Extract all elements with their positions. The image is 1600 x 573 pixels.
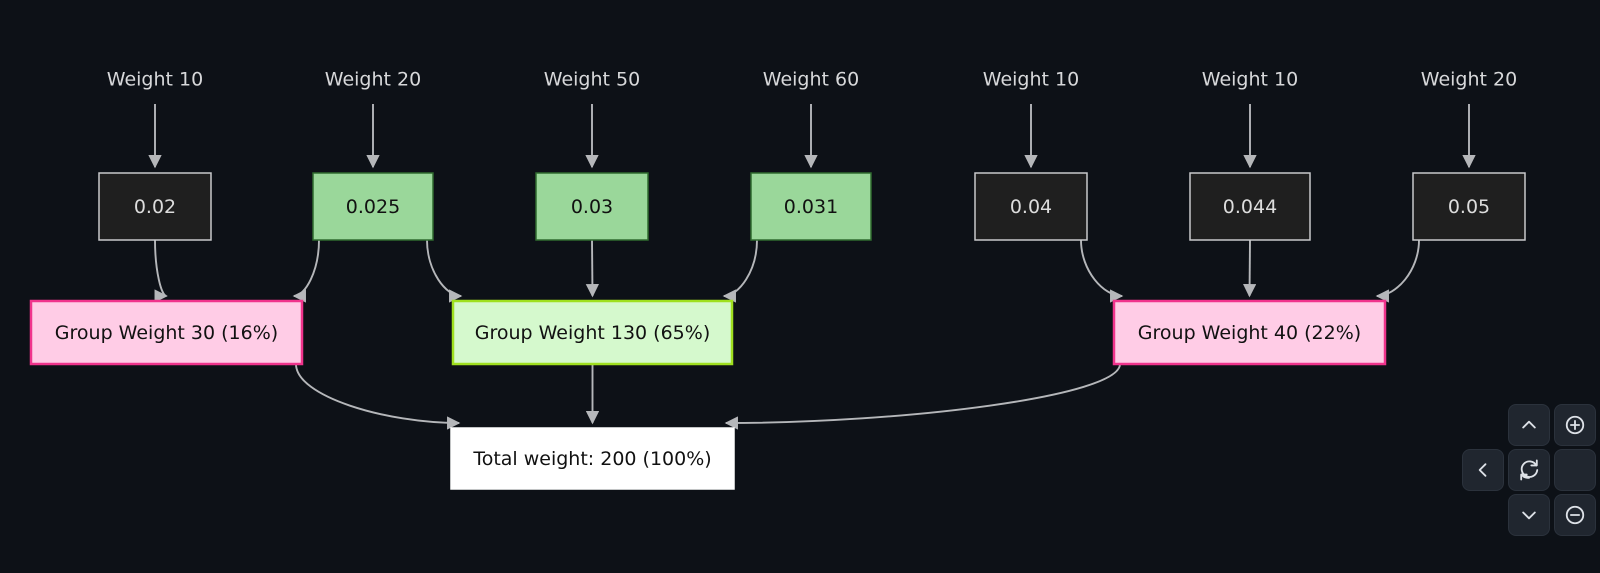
controls-extra-button[interactable] — [1554, 449, 1596, 491]
link-n6-g3 — [1242, 239, 1257, 298]
chevron-down-icon — [1522, 511, 1536, 520]
pan-zoom-controls[interactable] — [1462, 404, 1600, 544]
link-n1-g1 — [154, 239, 168, 303]
leaf-weight-label: Weight 10 — [1202, 69, 1298, 91]
node-box — [1189, 172, 1311, 241]
node-label: 0.025 — [346, 196, 400, 218]
node-box — [29, 299, 304, 366]
node-box — [312, 172, 434, 241]
link-n7-g3 — [1375, 239, 1420, 303]
leaf-node-n4[interactable]: 0.031 — [750, 172, 872, 241]
node-box — [974, 172, 1088, 241]
total-node[interactable]: Total weight: 200 (100%) — [450, 427, 735, 490]
leaf-weight-label: Weight 10 — [983, 69, 1079, 91]
node-label: 0.031 — [784, 196, 838, 218]
node-label: 0.05 — [1448, 196, 1490, 218]
zoom-in-button[interactable] — [1554, 404, 1596, 446]
nodes-layer[interactable]: 0.02 Weight 10 0.025 Weight 20 0.03 Weight 50… — [29, 69, 1526, 490]
leaf-weight-label: Weight 60 — [763, 69, 859, 91]
leaf-node-n5[interactable]: 0.04 — [974, 172, 1088, 241]
link-g1-t1 — [295, 363, 461, 430]
link-n2-g2 — [426, 239, 463, 303]
link-n4-g2 — [722, 239, 758, 303]
leaf-node-n3[interactable]: 0.03 — [535, 172, 649, 241]
node-label: 0.03 — [571, 196, 613, 218]
group-node-g2[interactable]: Group Weight 130 (65%) — [451, 299, 734, 366]
links-layer — [148, 104, 1476, 430]
node-box — [1112, 299, 1387, 366]
leaf-weight-label: Weight 50 — [544, 69, 640, 91]
zoom-out-button[interactable] — [1554, 494, 1596, 536]
leaf-node-n6[interactable]: 0.044 — [1189, 172, 1311, 241]
node-label: Group Weight 130 (65%) — [475, 322, 710, 344]
chevron-left-icon — [1478, 463, 1487, 477]
node-box — [535, 172, 649, 241]
pan-down-button[interactable] — [1508, 494, 1550, 536]
node-label: 0.04 — [1010, 196, 1052, 218]
leaf-weight-label: Weight 20 — [1421, 69, 1517, 91]
zoom-in-icon — [1565, 415, 1585, 435]
chevron-up-icon — [1522, 420, 1536, 429]
group-node-g1[interactable]: Group Weight 30 (16%) — [29, 299, 304, 366]
zoom-out-icon — [1565, 505, 1585, 525]
leaf-weight-label: Weight 20 — [325, 69, 421, 91]
node-box — [750, 172, 872, 241]
refresh-icon — [1520, 459, 1539, 481]
group-node-g3[interactable]: Group Weight 40 (22%) — [1112, 299, 1387, 366]
pan-left-button[interactable] — [1462, 449, 1504, 491]
link-n5-g3 — [1080, 239, 1124, 303]
link-n2-g1 — [292, 239, 320, 303]
link-g3-t1 — [724, 363, 1121, 430]
leaf-weight-label: Weight 10 — [107, 69, 203, 91]
node-label: Group Weight 40 (22%) — [1138, 322, 1361, 344]
leaf-node-n7[interactable]: 0.05 — [1412, 172, 1526, 241]
leaf-node-n2[interactable]: 0.025 — [312, 172, 434, 241]
node-label: Group Weight 30 (16%) — [55, 322, 278, 344]
link-n3-g2 — [585, 239, 600, 298]
node-box — [98, 172, 212, 241]
node-label: Total weight: 200 (100%) — [472, 448, 711, 470]
node-label: 0.02 — [134, 196, 176, 218]
reset-view-button[interactable] — [1508, 449, 1550, 491]
pan-up-button[interactable] — [1508, 404, 1550, 446]
leaf-node-n1[interactable]: 0.02 — [98, 172, 212, 241]
node-box — [451, 299, 734, 366]
node-box — [1412, 172, 1526, 241]
node-box — [450, 427, 735, 490]
node-label: 0.044 — [1223, 196, 1277, 218]
